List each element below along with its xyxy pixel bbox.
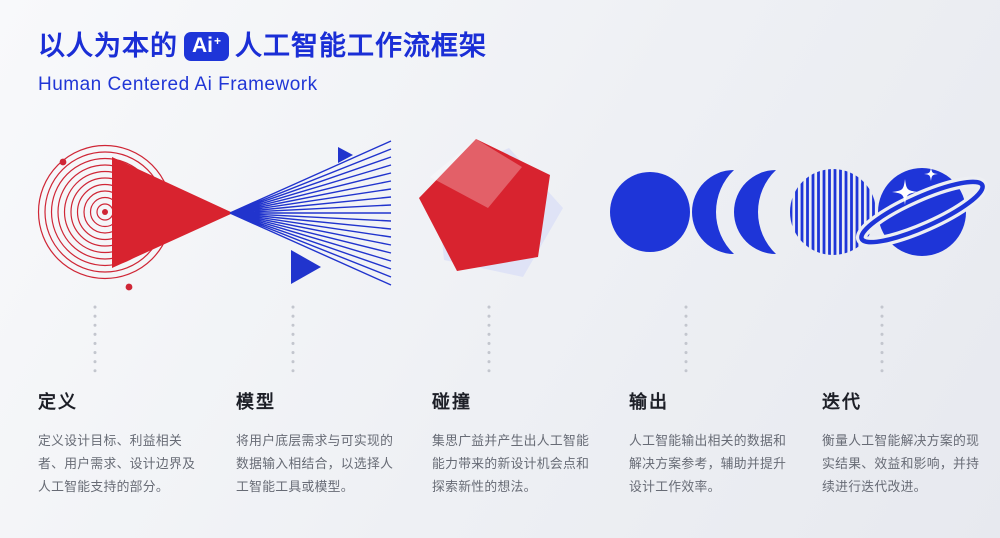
small-blue-triangle-icon xyxy=(338,147,353,163)
sparkle-star-icon xyxy=(892,167,938,205)
column-model: 模型 将用户底层需求与可实现的数据输入相结合，以选择人工智能工具或模型。 xyxy=(236,388,394,498)
badge-text: Ai xyxy=(192,33,213,57)
pentagon-highlight-icon xyxy=(430,139,522,208)
column-description: 衡量人工智能解决方案的现实结果、效益和影响，并持续进行迭代改进。 xyxy=(822,433,980,495)
title-prefix: 以人为本的 xyxy=(38,31,178,61)
crescent-wave-2-icon xyxy=(734,170,776,254)
red-arrow-icon xyxy=(112,157,233,268)
column-title: 定义 xyxy=(38,392,78,412)
column-description: 将用户底层需求与可实现的数据输入相结合，以选择人工智能工具或模型。 xyxy=(236,433,394,495)
header: 以人为本的 Ai+ 人工智能工作流框架 Human Centered Ai Fr… xyxy=(38,30,487,96)
dotted-connectors xyxy=(93,305,884,378)
column-title: 碰撞 xyxy=(432,392,472,412)
title-suffix: 人工智能工作流框架 xyxy=(235,31,488,61)
column-title: 迭代 xyxy=(822,392,862,412)
radar-beam-graphic xyxy=(37,140,392,291)
column-define: 定义 定义设计目标、利益相关者、用户需求、设计边界及人工智能支持的部分。 xyxy=(38,388,196,498)
pentagon-collision-graphic xyxy=(419,139,563,277)
column-title: 输出 xyxy=(629,392,669,412)
striped-disc-icon xyxy=(790,169,875,255)
red-pentagon-icon xyxy=(419,139,550,271)
column-description: 集思广益并产生出人工智能能力带来的新设计机会点和探索新性的想法。 xyxy=(432,433,590,495)
solid-circle-icon xyxy=(610,172,690,252)
ai-plus-badge: Ai+ xyxy=(184,31,230,61)
column-description: 定义设计目标、利益相关者、用户需求、设计边界及人工智能支持的部分。 xyxy=(38,433,196,495)
radar-circles-icon xyxy=(37,144,173,280)
page-title: 以人为本的 Ai+ 人工智能工作流框架 xyxy=(38,30,487,62)
badge-plus: + xyxy=(214,33,222,48)
large-blue-triangle-icon xyxy=(291,250,321,284)
column-iterate: 迭代 衡量人工智能解决方案的现实结果、效益和影响，并持续进行迭代改进。 xyxy=(822,388,980,498)
beam-lines-icon xyxy=(229,140,392,286)
page-subtitle: Human Centered Ai Framework xyxy=(38,74,318,96)
column-title: 模型 xyxy=(236,392,276,412)
column-description: 人工智能输出相关的数据和解决方案参考，辅助并提升设计工作效率。 xyxy=(629,433,787,495)
column-collide: 碰撞 集思广益并产生出人工智能能力带来的新设计机会点和探索新性的想法。 xyxy=(432,388,590,498)
waves-planet-graphic xyxy=(610,167,989,256)
column-output: 输出 人工智能输出相关的数据和解决方案参考，辅助并提升设计工作效率。 xyxy=(629,388,787,498)
radar-dots-icon xyxy=(59,158,133,291)
crescent-wave-1-icon xyxy=(692,170,734,254)
planet-ring-icon xyxy=(855,176,989,248)
